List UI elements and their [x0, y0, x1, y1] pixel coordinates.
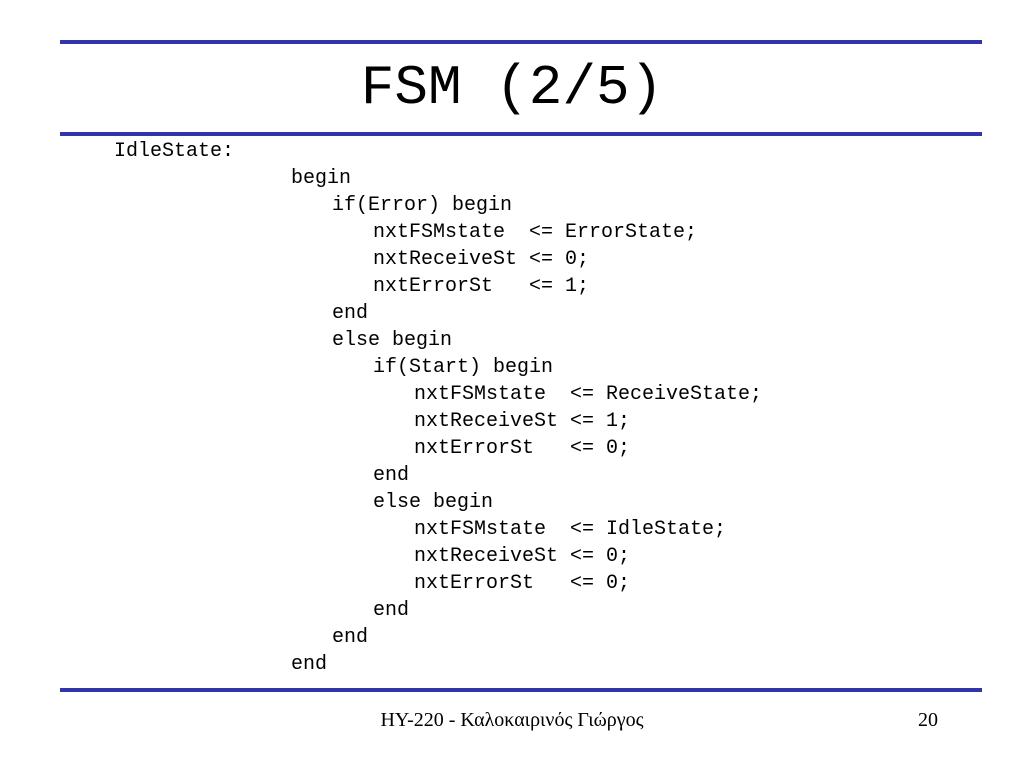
code-line: end	[332, 626, 369, 649]
code-line: end	[332, 302, 369, 325]
code-line: if(Start) begin	[373, 356, 554, 379]
code-line: nxtFSMstate <= ReceiveState;	[414, 383, 763, 406]
title-underline-rule	[60, 132, 982, 136]
page-number: 20	[918, 709, 938, 731]
code-line: begin	[291, 167, 352, 190]
code-line: nxtErrorSt <= 1;	[373, 275, 590, 298]
code-line: nxtFSMstate <= IdleState;	[414, 518, 727, 541]
code-line: if(Error) begin	[332, 194, 513, 217]
code-line: else begin	[332, 329, 453, 352]
code-line: end	[373, 599, 410, 622]
top-rule	[60, 40, 982, 44]
code-line: nxtFSMstate <= ErrorState;	[373, 221, 698, 244]
code-line: nxtReceiveSt <= 1;	[414, 410, 631, 433]
code-line: end	[373, 464, 410, 487]
footer-rule	[60, 688, 982, 692]
code-line: IdleState:	[114, 140, 235, 163]
footer-course-author: HY-220 - Καλοκαιρινός Γιώργος	[380, 709, 644, 731]
code-line: nxtReceiveSt <= 0;	[373, 248, 590, 271]
code-line: else begin	[373, 491, 494, 514]
code-line: nxtReceiveSt <= 0;	[414, 545, 631, 568]
slide-title: FSM (2/5)	[360, 56, 664, 120]
code-line: end	[291, 653, 328, 676]
code-line: nxtErrorSt <= 0;	[414, 437, 631, 460]
code-line: nxtErrorSt <= 0;	[414, 572, 631, 595]
